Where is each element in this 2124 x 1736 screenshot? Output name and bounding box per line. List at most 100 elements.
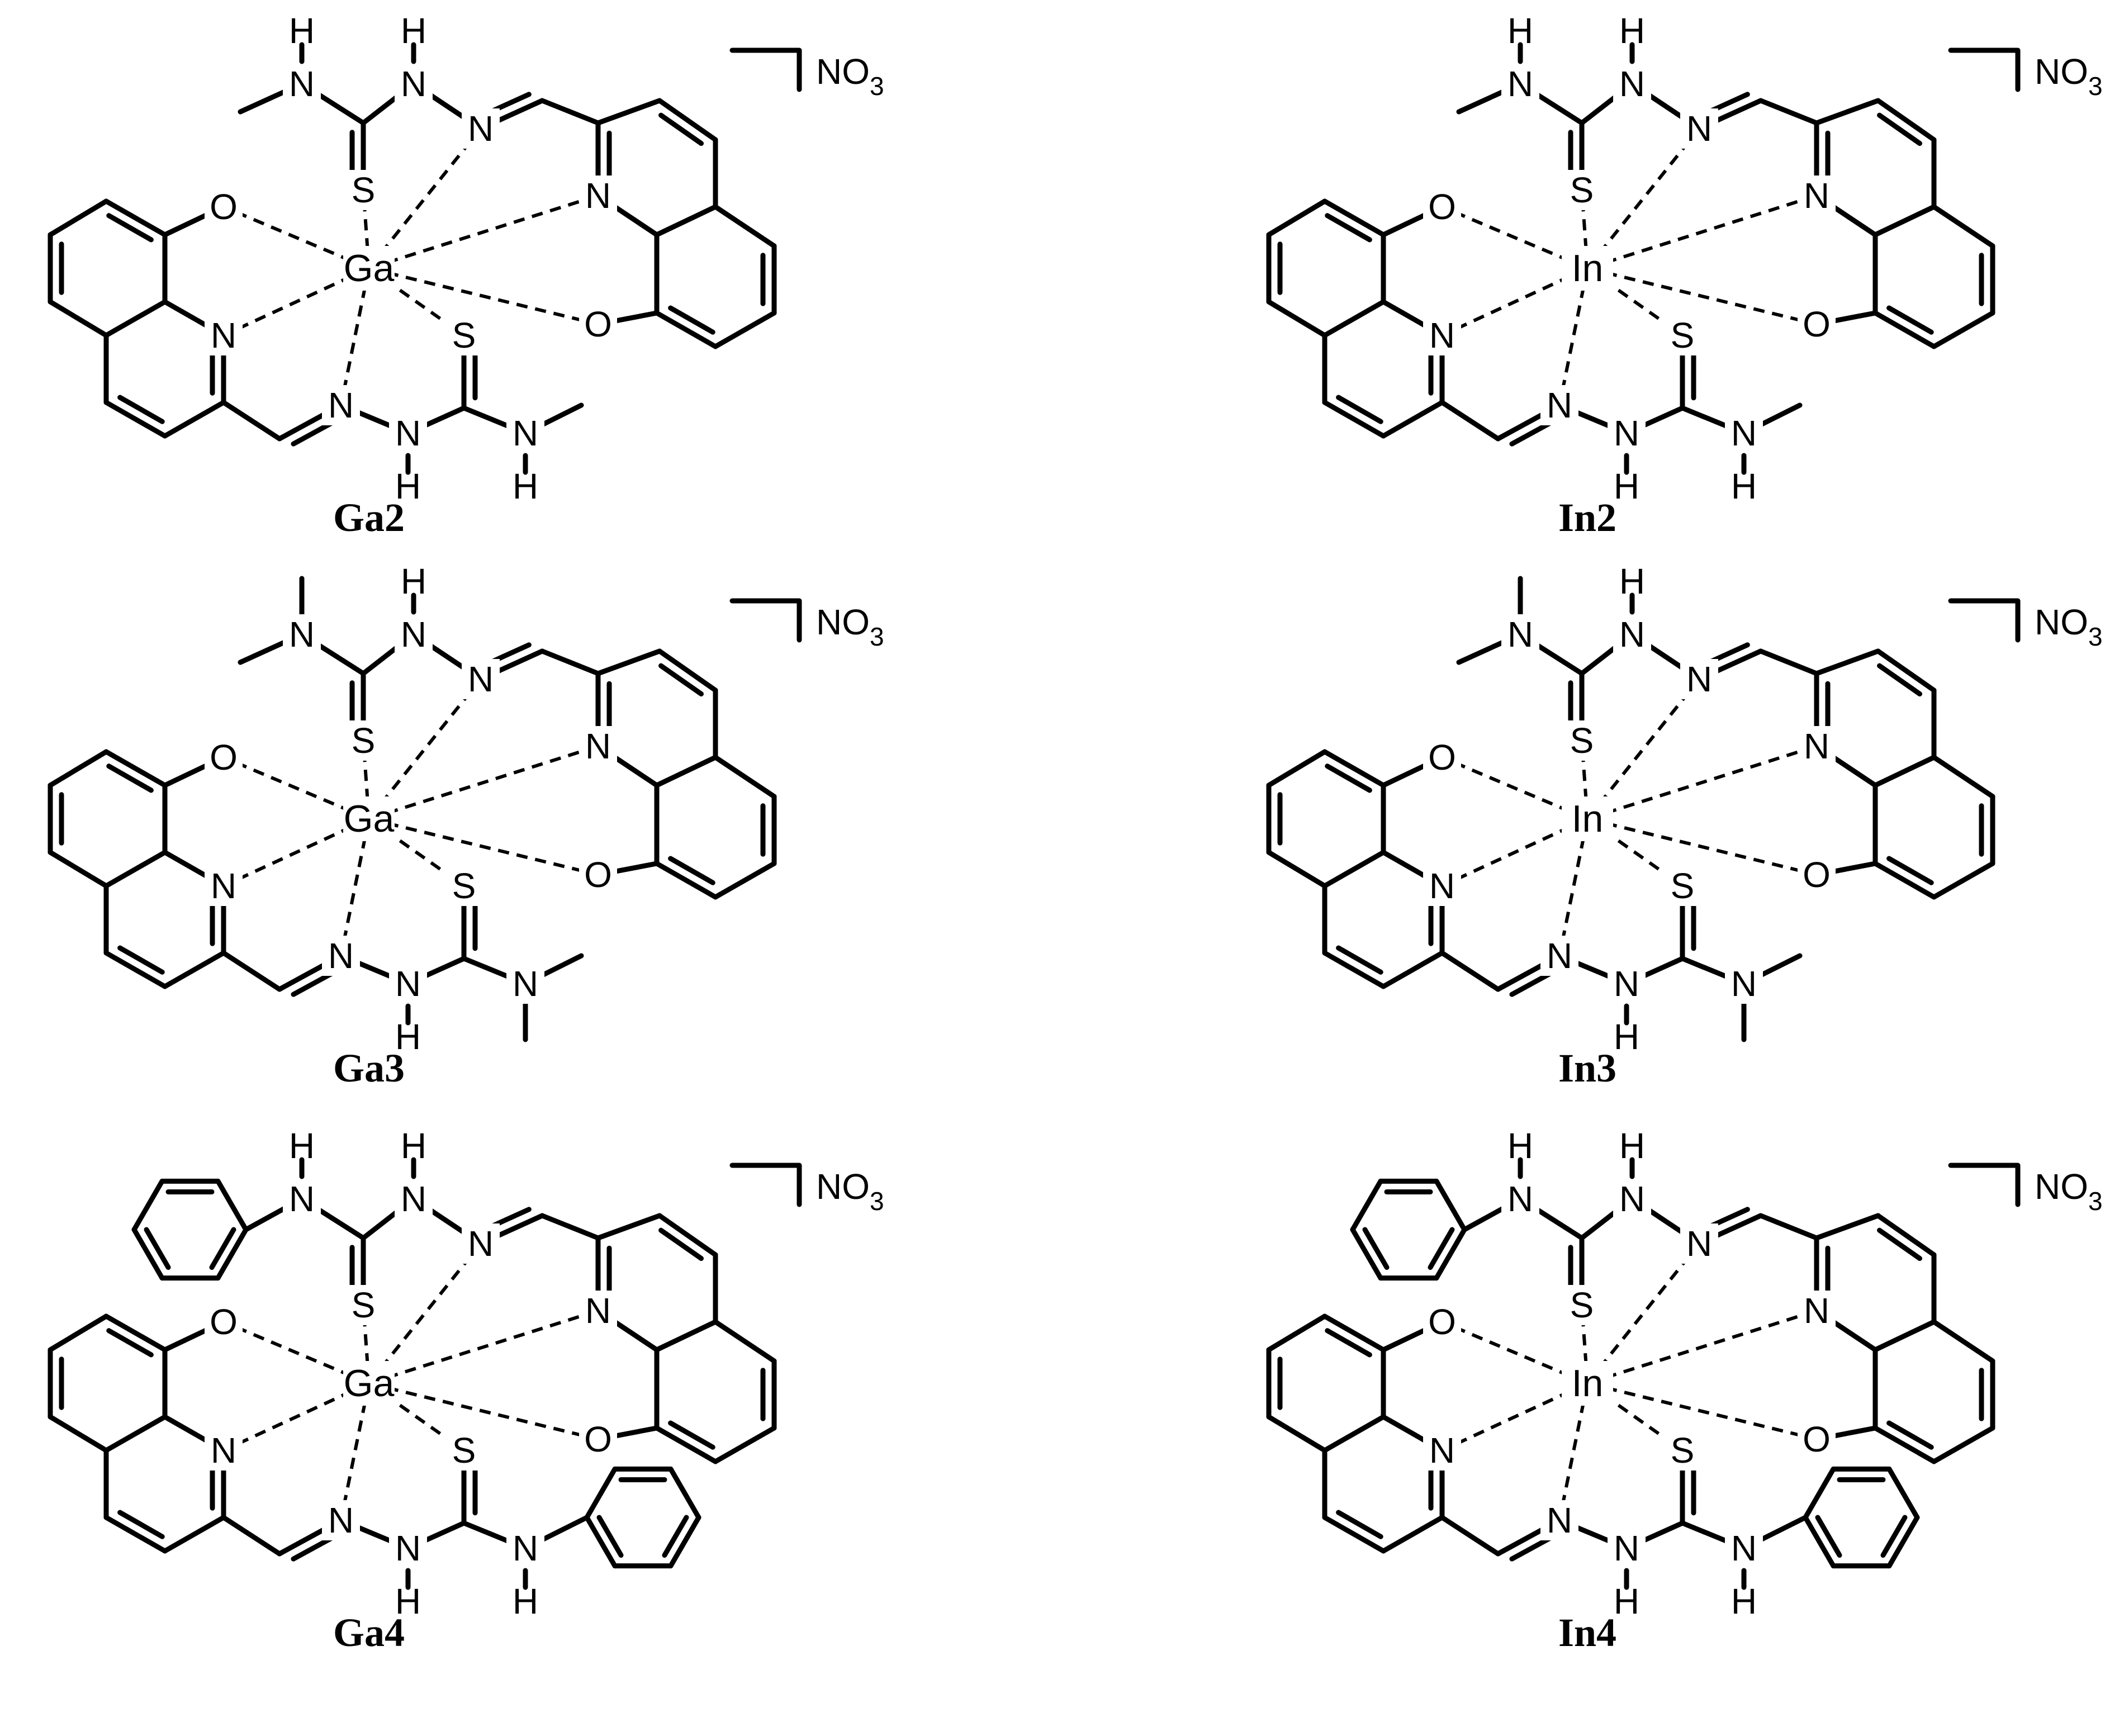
thione-sulfur-1-bg [344,1285,382,1325]
phenyl-ring-1-edge [1434,1178,1467,1232]
imine-nitrogen-2-bg [322,1500,360,1540]
coordination-bond-nim1 [1586,1242,1701,1384]
thione-sulfur-2: S [1671,315,1695,355]
quinoline-nitrogen-1-bg [1798,726,1836,766]
hydrazine-nitrogen-1-bg [395,1179,433,1219]
quinoline-nitrogen-2-bg [1423,1430,1461,1471]
q2-c3c4-double [1322,950,1386,989]
bond [1931,310,1995,349]
coordination-bond-nim1 [367,127,482,269]
metal-center: Ga [344,1362,395,1405]
terminal-nitrogen-2: N [513,964,538,1004]
phenolate-oxygen-2-bg [1798,304,1836,344]
counter-anion: NO3 [2035,51,2103,101]
thione-sulfur-1: S [352,170,376,210]
counter-anion: NO3 [816,51,884,101]
terminal-nitrogen-1: N [289,64,315,104]
bond [1439,400,1501,442]
phenolate-oxygen-2-bg [1798,855,1836,895]
hydrazine-nitrogen-1: N [1619,1179,1645,1219]
q1-c7c8-double [654,1425,718,1464]
phenyl-ring-1-edge [1350,1227,1383,1281]
quinoline-nitrogen-1: N [585,726,611,766]
terminal-nitrogen-1: N [289,614,315,654]
phenolate-oxygen-2: O [584,1419,612,1459]
phenolate-oxygen-1-bg [1423,1302,1461,1342]
quinoline-nitrogen-2: N [211,866,236,906]
q1-c3c4-double [657,648,718,693]
bond [1266,850,1328,889]
q2-c3c4-double [103,400,168,439]
bond [221,1515,282,1557]
bond [162,400,226,439]
thione-sulfur-2: S [1671,1430,1695,1471]
bond [1439,950,1501,992]
terminal-nitrogen-2: N [1731,964,1757,1004]
terminal-nitrogen-1-bg [283,614,321,654]
amine-h-2: H [513,1581,538,1621]
q1-c3c4-double-inner [658,1227,704,1261]
imine-nitrogen-1-bg [1680,108,1718,149]
charge-bracket [1948,1163,2021,1207]
quinoline-nitrogen-2-bg [1423,315,1461,355]
phenyl-ring-1-edge [1434,1227,1467,1281]
compound-label: In3 [1558,1046,1616,1090]
q2-c3c4-double-inner [117,1510,165,1539]
coordination-bond-nim2 [1558,818,1589,956]
imine-nitrogen-2-bg [1540,1500,1578,1540]
phenolate-oxygen-1-bg [205,1302,243,1342]
bond [1266,1313,1328,1353]
thione-sulfur-2: S [452,1430,476,1471]
q1-c3c4-double-inner [658,112,704,146]
terminal-nitrogen-2: N [1731,1528,1757,1568]
bond [103,299,168,338]
bond [1814,648,1881,676]
charge-bracket [1948,598,2021,643]
terminal-nitrogen-2-bg [506,964,544,1004]
bond [1381,950,1445,989]
thione-sulfur-2-bg [1663,1430,1701,1471]
bond [713,861,777,900]
bond [1266,749,1328,788]
phenyl-ring-2-edge [668,1515,701,1569]
counter-anion: NO3 [816,602,884,651]
bond [162,950,226,989]
hydrazine-h-2: H [1614,466,1639,506]
hydrazine-nitrogen-1: N [401,614,426,654]
q2-c3c4-double [103,950,168,989]
imine-nitrogen-1-bg [462,659,500,699]
terminal-nitrogen-2-bg [1725,413,1763,453]
bond [103,1414,168,1453]
hydrazine-h-1: H [401,561,426,601]
coordination-bond-o2 [368,817,599,876]
terminal-nitrogen-2-bg [1725,964,1763,1004]
imine-nitrogen-2-bg [1540,936,1578,976]
metal-center: In [1572,247,1604,290]
imine-nitrogen-1-bg [462,108,500,149]
counter-anion-subscript: 3 [2088,72,2103,101]
metal-center: In [1572,1362,1604,1405]
q2-c7c8-double-inner [1325,1328,1372,1358]
bond [1931,1319,1995,1364]
bond [1872,1319,1937,1353]
thione-sulfur-2-bg [445,315,483,355]
counter-anion-subscript: 3 [870,1187,884,1216]
q2-c7c8-double [103,198,168,238]
phenyl-ring-1-edge [1350,1178,1383,1232]
phenolate-oxygen-2-bg [1798,1419,1836,1459]
bond [1322,299,1386,338]
phenyl-ring-2-inner [662,1515,689,1558]
q2-c7c8-double [1322,198,1386,238]
phenyl-ring-1-edge [131,1227,165,1281]
q2-c3c4-double-inner [1336,395,1383,424]
phenyl-ring-2-inner [1815,1515,1842,1558]
terminal-nitrogen-1: N [289,1179,315,1219]
q2-c3c4-double-inner [117,395,165,424]
q1-c7c8-double-inner [1886,856,1934,885]
hydrazine-nitrogen-2: N [1614,964,1639,1004]
metal-bg [343,246,395,291]
bond [539,648,601,676]
metal-bg [1562,246,1613,291]
terminal-nitrogen-2-bg [1725,1528,1763,1568]
